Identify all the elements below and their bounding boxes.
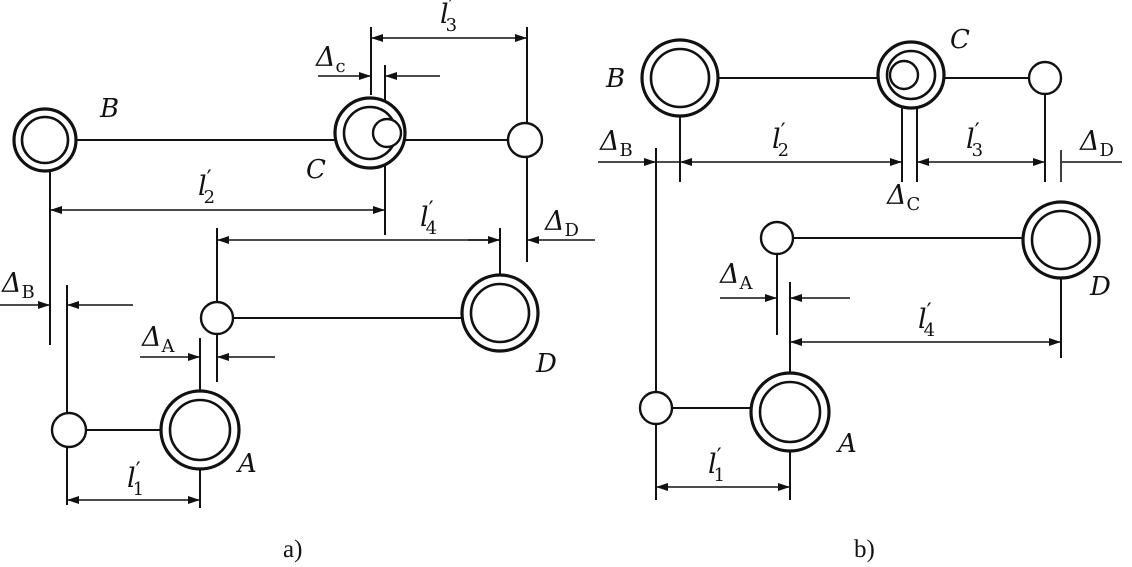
delta-label-b: ΔB xyxy=(599,126,633,161)
pin-c xyxy=(371,117,403,149)
gear-b xyxy=(12,107,78,173)
delta-label-c: Δc xyxy=(315,42,346,77)
label-a: A xyxy=(236,449,257,479)
panel-b: B C D A l′2 l′3 l′4 l′1 ΔB ΔC ΔD ΔA b) xyxy=(598,25,1122,563)
pin-d-side xyxy=(1027,60,1063,96)
label-b: B xyxy=(99,94,119,124)
gear-a xyxy=(749,371,831,453)
delta-label-a: ΔA xyxy=(141,322,176,357)
label-b: B xyxy=(605,64,625,94)
dim-label-l1: l′1 xyxy=(708,445,725,486)
delta-label-d: ΔD xyxy=(1079,126,1114,161)
label-c: C xyxy=(950,25,970,55)
pin-b-side xyxy=(50,411,88,449)
dim-label-l3: l′3 xyxy=(966,120,983,161)
pin-d-side xyxy=(506,121,544,159)
pin-a-side xyxy=(199,300,235,336)
pin-b-side xyxy=(638,390,674,426)
gear-a xyxy=(159,389,241,471)
pin-a-side xyxy=(759,220,795,256)
gear-b xyxy=(640,38,720,118)
dim-label-l1: l′1 xyxy=(127,459,144,500)
label-d: D xyxy=(535,349,557,379)
dim-label-l2: l′2 xyxy=(198,167,215,208)
delta-label-b: ΔB xyxy=(1,268,35,303)
label-a: A xyxy=(836,429,857,459)
dim-label-l3: l′3 xyxy=(440,0,457,36)
pin-c xyxy=(888,59,920,91)
dim-label-l2: l′2 xyxy=(772,120,789,161)
caption-a: a) xyxy=(283,536,302,563)
dim-label-l4: l′4 xyxy=(420,198,437,239)
panel-a: B C D A l′3 l′2 l′4 l′1 Δc ΔD ΔB ΔA a) xyxy=(0,0,595,563)
dim-label-l4: l′4 xyxy=(918,300,935,341)
caption-b: b) xyxy=(854,536,875,563)
gear-d xyxy=(1021,200,1101,280)
delta-label-c: ΔC xyxy=(886,180,920,215)
delta-label-d: ΔD xyxy=(544,206,579,241)
gear-c xyxy=(333,96,407,170)
label-c: C xyxy=(306,155,326,185)
label-d: D xyxy=(1089,272,1111,302)
gear-d xyxy=(460,273,540,353)
delta-label-a: ΔA xyxy=(719,259,754,294)
